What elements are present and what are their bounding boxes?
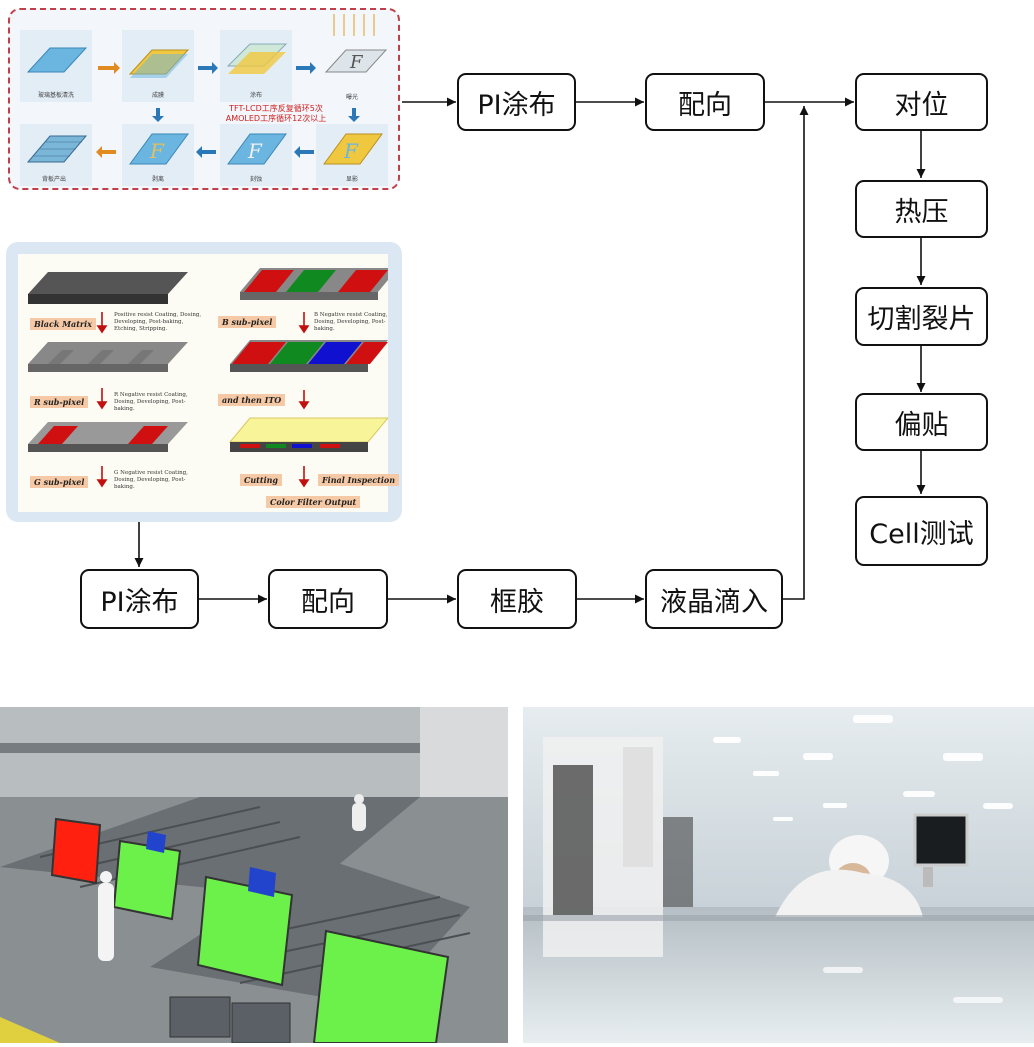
step-cell-test: Cell测试 — [855, 496, 988, 566]
step-alignment-bottom: 配向 — [268, 569, 388, 629]
tft-cycle-note: TFT-LCD工序反复循环5次 AMOLED工序循环12次以上 — [225, 104, 327, 123]
svg-text:F: F — [343, 139, 359, 163]
step-hot-press: 热压 — [855, 180, 988, 238]
tft-step-develop: F 显影 — [316, 124, 388, 186]
cf-layer-graphics — [28, 268, 388, 488]
cf-label-cf-output: Color Filter Output — [266, 496, 361, 508]
cf-process-panel: Black Matrix R sub-pixel G sub-pixel B s… — [6, 242, 402, 522]
tft-step-film: 成膜 — [122, 30, 194, 102]
step-alignment-top: 配向 — [645, 73, 765, 131]
step-polarizer: 偏贴 — [855, 393, 988, 451]
tft-step-expose: F 曝光 — [316, 14, 396, 102]
cf-note-g: G Negative resist Coating, Dosing, Devel… — [114, 470, 188, 490]
cf-label-black-matrix: Black Matrix — [30, 318, 96, 330]
cleanroom-illustration — [523, 707, 1034, 1043]
step-sealant: 框胶 — [457, 569, 577, 629]
cf-label-r-subpixel: R sub-pixel — [30, 396, 89, 408]
tft-step-glass-clean: 玻璃基板清洗 — [20, 30, 92, 102]
tft-step-strip: F 剥离 — [122, 124, 194, 186]
tft-flow-arrows — [96, 62, 360, 158]
tft-step-output: 背板产出 — [20, 124, 92, 186]
flow-connectors — [134, 97, 926, 604]
cf-label-final-inspection: Final Inspection — [318, 474, 400, 486]
cf-label-cutting: Cutting — [240, 474, 283, 486]
step-lc-drop: 液晶滴入 — [645, 569, 783, 629]
svg-text:F: F — [349, 52, 364, 73]
tft-process-panel: 玻璃基板清洗 成膜 涂布 F 曝光 背板产出 F 剥离 F 刻蚀 F 显影 — [8, 8, 400, 190]
step-cutting: 切割裂片 — [855, 287, 988, 346]
cf-note-bm: Positive resist Coating, Dosing, Develop… — [114, 312, 202, 332]
step-pi-coating-bottom: PI涂布 — [80, 569, 199, 629]
step-align: 对位 — [855, 73, 988, 131]
svg-text:F: F — [149, 139, 165, 163]
tft-step-coat: 涂布 — [220, 30, 292, 102]
step-pi-coating-top: PI涂布 — [457, 73, 576, 131]
cf-note-r: R Negative resist Coating, Dosing, Devel… — [114, 392, 188, 412]
cf-label-b-subpixel: B sub-pixel — [218, 316, 277, 328]
factory-line-illustration — [0, 707, 508, 1043]
tft-step-etch: F 刻蚀 — [220, 124, 292, 186]
factory-line-photo — [0, 707, 508, 1043]
svg-text:F: F — [247, 139, 263, 163]
cleanroom-photo — [523, 707, 1034, 1043]
cf-label-ito: and then ITO — [218, 394, 286, 406]
cf-note-b: B Negative resist Coating, Dosing, Devel… — [314, 312, 388, 332]
cf-label-g-subpixel: G sub-pixel — [30, 476, 89, 488]
